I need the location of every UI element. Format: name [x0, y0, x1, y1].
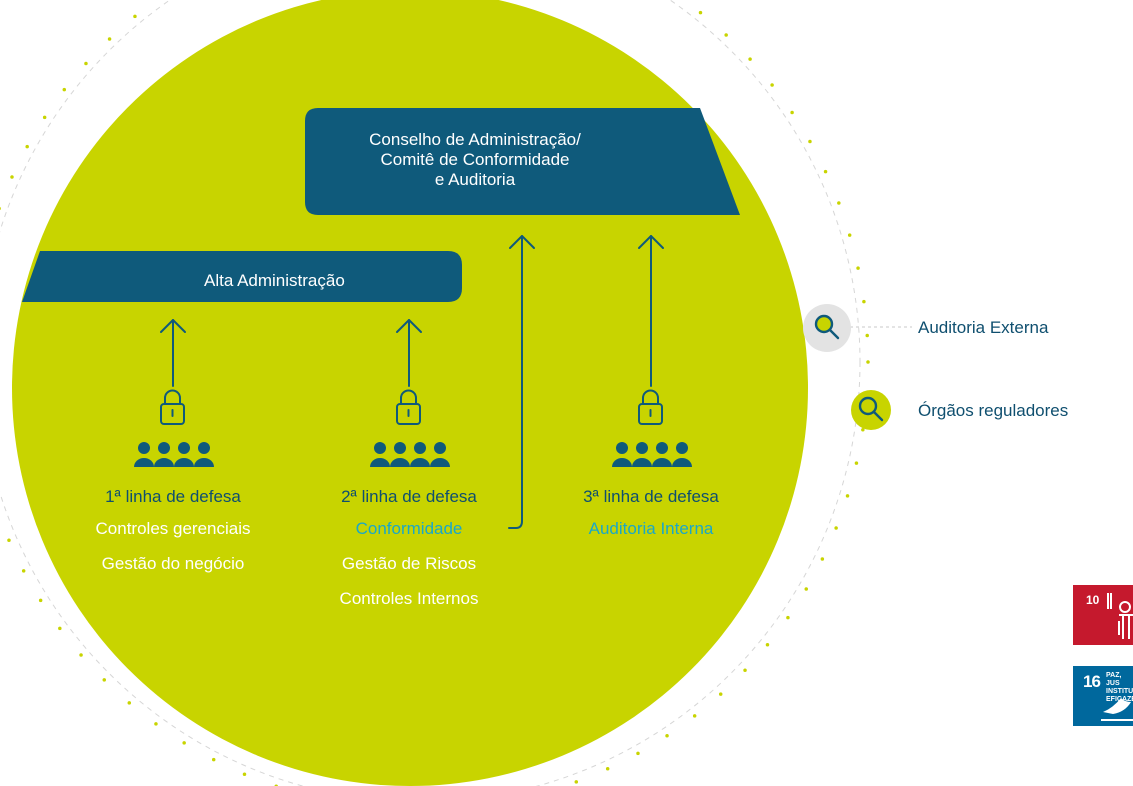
- lock-icon: [396, 389, 421, 425]
- col2-title: 2ª linha de defesa: [341, 487, 477, 506]
- outer-dashed-ring: [0, 0, 861, 786]
- people-group-icon: [612, 442, 692, 467]
- sdg16-text: PAZ, JUS INSTITU EFICAZE: [1106, 672, 1133, 703]
- col1-item: Gestão do negócio: [101, 554, 245, 573]
- dove-icon: [1101, 698, 1133, 721]
- sdg10-number: 10: [1086, 593, 1100, 607]
- regulators-label: Órgãos reguladores: [918, 401, 1069, 420]
- magnifier-icon: [814, 314, 840, 340]
- mid-box-label: Alta Administração: [204, 271, 345, 290]
- col2-item: Gestão de Riscos: [341, 554, 477, 573]
- dotted-orbit: [0, 0, 870, 786]
- lock-icon: [160, 389, 185, 425]
- top-box-label: Conselho de Administração/ Comitê de Con…: [369, 130, 581, 190]
- top-box-shape: [305, 108, 740, 215]
- col1-title: 1ª linha de defesa: [105, 487, 241, 506]
- col2-item-highlight: Conformidade: [355, 519, 463, 538]
- people-group-icon: [370, 442, 450, 467]
- col2-item: Controles Internos: [339, 589, 479, 608]
- mid-box-shape: [22, 251, 462, 302]
- external-audit-label: Auditoria Externa: [918, 318, 1049, 337]
- top-box-line1: Conselho de Administração/: [369, 130, 581, 149]
- top-box-line3: e Auditoria: [434, 170, 516, 189]
- arrow-conformidade: [508, 235, 523, 529]
- col1-item: Controles gerenciais: [95, 519, 251, 538]
- top-box-line2: Comitê de Conformidade: [380, 150, 570, 169]
- people-group-icon: [134, 442, 214, 467]
- sdg16-number: 16: [1083, 672, 1101, 691]
- equality-icon: [1107, 593, 1133, 639]
- sdg16-badge: 16 PAZ, JUS INSTITU EFICAZE: [1073, 666, 1133, 726]
- magnifier-icon: [858, 396, 884, 422]
- lock-icon: [638, 389, 663, 425]
- sdg10-badge: 10: [1073, 585, 1133, 645]
- regulators-badge: [851, 390, 891, 430]
- col3-title: 3ª linha de defesa: [583, 487, 719, 506]
- col3-item-highlight: Auditoria Interna: [588, 519, 714, 538]
